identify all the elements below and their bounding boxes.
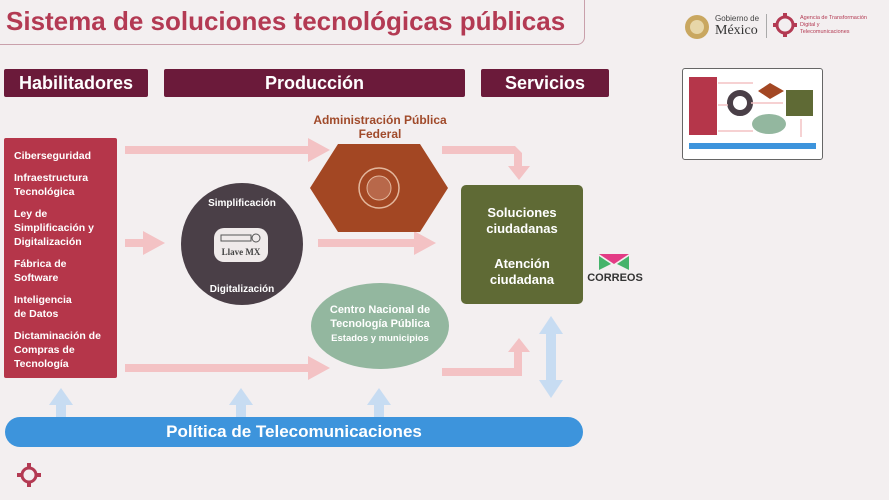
habilitadores-panel: Ciberseguridad Infraestructura Tecnológi… [4,138,117,378]
header-produccion: Producción [164,69,465,97]
cntp-subtitle: Estados y municipios [331,333,429,344]
envelope-icon [599,254,629,270]
header-servicios: Servicios [481,69,609,97]
cntp-title: Centro Nacional de Tecnología Pública [329,304,431,330]
government-logo: Gobierno de México [683,12,773,42]
overview-thumbnail [682,68,823,160]
correos-logo: CORREOS [584,252,646,290]
habilitador-item: Ley de Simplificación y Digitalización [14,208,94,248]
llave-label: Llave MX [221,247,261,257]
cntp-oval: Centro Nacional de Tecnología Pública Es… [311,283,449,369]
thumbnail-diagram [689,77,816,149]
gov-big-text: México [715,23,758,38]
agency-gear-icon [773,13,797,37]
national-seal-icon [358,167,400,209]
logo-divider [766,14,767,38]
apf-diamond [310,144,448,232]
llave-badge: Llave MX [214,228,268,262]
header-habilitadores: Habilitadores [4,69,148,97]
politica-bar: Política de Telecomunicaciones [5,417,583,447]
digitalizacion-label: Digitalización [209,284,275,295]
habilitador-item: Infraestructura Tecnológica [14,172,89,198]
apf-label: Administración Pública Federal [313,113,447,141]
atencion-label: Atención ciudadana [489,256,555,287]
footer-gear-icon [17,463,41,487]
habilitador-item: Fábrica de Software [14,258,67,284]
seal-icon [685,15,709,39]
llave-circle: Simplificación Llave MX Digitalización [181,183,303,305]
servicios-box: Soluciones ciudadanas Atención ciudadana [461,185,583,304]
page-title: Sistema de soluciones tecnológicas públi… [6,6,566,36]
habilitador-item: Ciberseguridad [14,150,92,162]
habilitador-item: Inteligencia de Datos [14,294,72,320]
habilitador-item: Dictaminación de Compras de Tecnología [14,330,101,370]
agency-text: Agencia de Transformación Digital y Tele… [800,15,867,35]
key-icon [220,233,261,243]
correos-text: CORREOS [587,272,643,284]
title-frame [0,0,585,45]
gov-small-text: Gobierno de [715,14,760,23]
simplificacion-label: Simplificación [208,198,276,209]
soluciones-label: Soluciones ciudadanas [486,205,558,236]
